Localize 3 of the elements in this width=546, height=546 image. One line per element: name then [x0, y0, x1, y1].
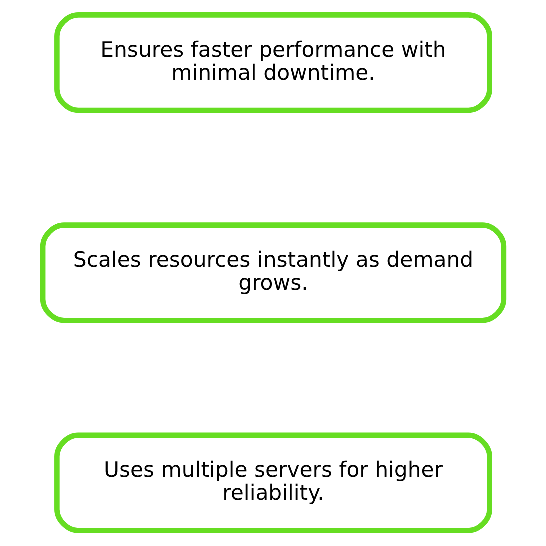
- node-box: Scales resources instantly as demand grows.: [40, 222, 506, 324]
- node-box: Ensures faster performance with minimal downtime.: [54, 12, 492, 114]
- node-box: Uses multiple servers for higher reliability.: [54, 432, 492, 534]
